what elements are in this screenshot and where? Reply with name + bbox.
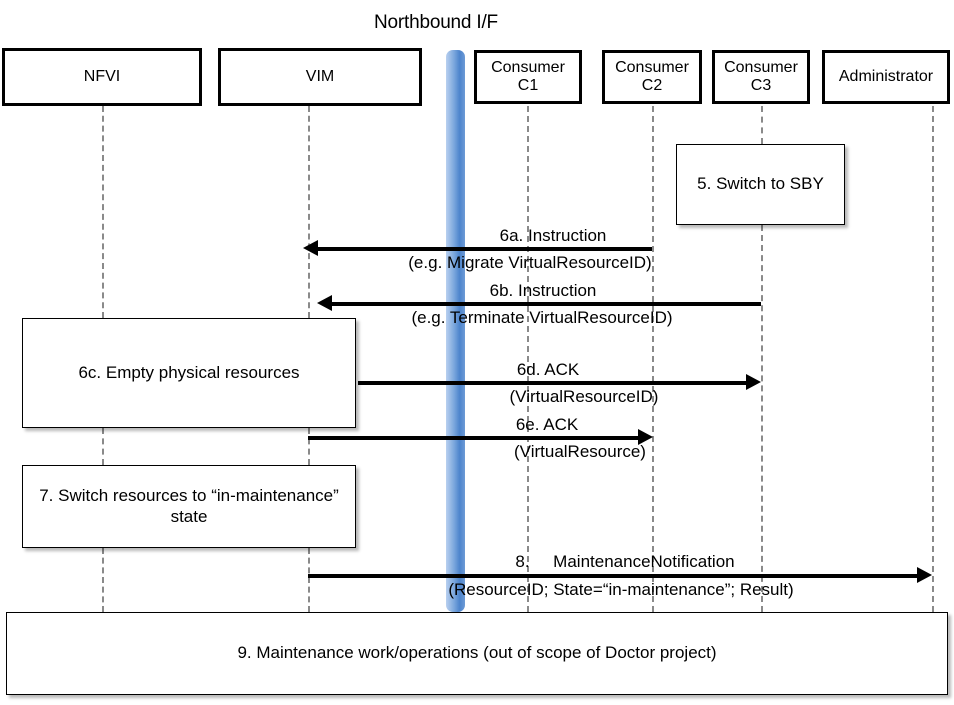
lifeline-nfvi [102,106,104,318]
message-label-8-line1: 8. MaintenanceNotification [515,552,735,571]
note-switch-to-sby-line1: 5. Switch to [697,174,786,194]
actor-label-c2: Consumer [615,59,689,77]
message-arrowhead-6a [303,240,318,256]
message-arrowhead-8 [917,567,932,583]
message-line-6e [308,436,640,440]
actor-sublabel-c3: C3 [750,77,772,94]
note-switch-resources-in-maintenance: 7. Switch resources to “in-maintenance” … [22,465,356,548]
message-label-6a-line2: (e.g. Migrate VirtualResourceID) [408,253,652,272]
actor-box-consumer-c3[interactable]: Consumer C3 [712,50,810,104]
lifeline-c3-a [761,106,763,144]
actor-box-consumer-c1[interactable]: Consumer C1 [474,50,582,104]
note-empty-physical-resources-label: 6c. Empty physical resources [78,362,300,382]
message-arrowhead-6e [638,429,653,445]
message-label-6b-line2: (e.g. Terminate VirtualResourceID) [411,308,673,327]
lifeline-vim [308,106,310,318]
actor-sublabel-c2: C2 [641,77,663,94]
actor-sublabel-c1: C1 [517,77,539,94]
message-arrowhead-6b [317,295,332,311]
note-maintenance-work: 9. Maintenance work/operations (out of s… [6,612,948,695]
message-arrowhead-6d [746,374,761,390]
page-title: Northbound I/F [374,12,498,33]
message-label-6b-line1: 6b. Instruction [489,281,597,300]
lifeline-c1 [527,106,529,612]
actor-label-c1: Consumer [491,59,565,77]
message-label-6a-line1: 6a. Instruction [499,226,607,245]
actor-label-vim: VIM [305,68,335,86]
lifeline-admin [932,106,934,612]
message-label-6d-line2: (VirtualResourceID) [509,387,659,406]
message-label-6d-line1: 6d. ACK [516,360,580,379]
message-label-8-line2: (ResourceID; State=“in-maintenance”; Res… [448,580,794,599]
lifeline-c2 [652,106,654,612]
note-maintenance-work-line2: (out of scope of Doctor project) [483,643,717,663]
message-line-8 [308,574,919,578]
lifeline-vim-3 [308,548,310,612]
lifeline-nfvi-3 [102,548,104,612]
actor-label-admin: Administrator [838,68,934,86]
message-label-6e-line1: 6e. ACK [515,415,579,434]
message-label-6e-line2: (VirtualResource) [514,442,646,461]
lifeline-c3-b [761,225,763,612]
northbound-interface-bar [446,50,465,612]
note-switch-resources-line2: “in-maintenance” state [170,485,339,526]
message-line-6a [316,247,652,251]
lifeline-vim-2 [308,428,310,465]
message-line-6b [330,302,761,306]
actor-label-nfvi: NFVI [83,68,121,86]
note-switch-resources-line1: 7. Switch resources to [39,485,207,505]
note-maintenance-work-line1: 9. Maintenance work/operations [237,643,479,663]
note-empty-physical-resources: 6c. Empty physical resources [22,318,356,428]
actor-box-nfvi[interactable]: NFVI [2,48,202,106]
note-switch-to-sby: 5. Switch to SBY [676,144,845,225]
actor-label-c3: Consumer [724,59,798,77]
note-switch-to-sby-line2: SBY [789,174,824,194]
actor-box-vim[interactable]: VIM [218,48,422,106]
lifeline-nfvi-2 [102,428,104,465]
actor-box-consumer-c2[interactable]: Consumer C2 [602,50,702,104]
actor-box-administrator[interactable]: Administrator [822,50,950,104]
message-line-6d [358,381,748,385]
